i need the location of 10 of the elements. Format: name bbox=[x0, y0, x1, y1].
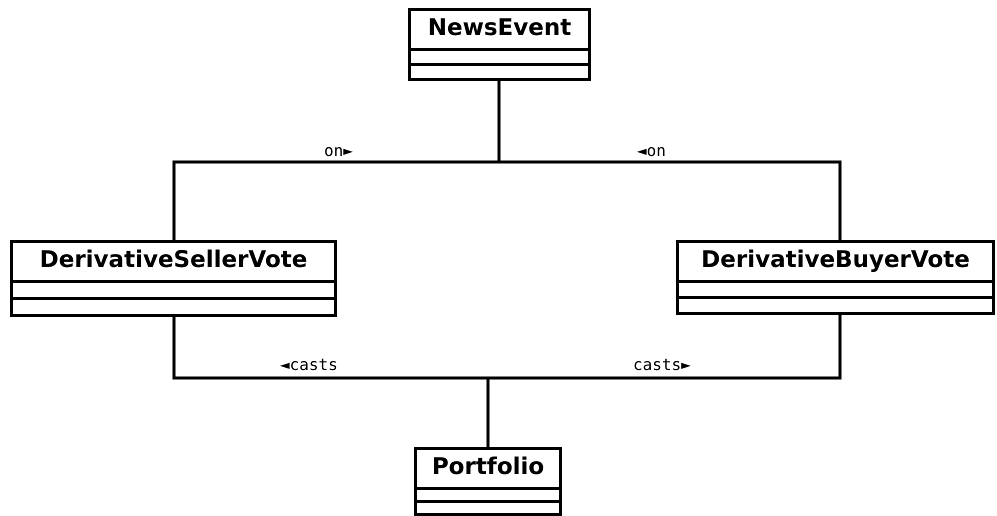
class-box bbox=[414, 447, 562, 516]
class-name: DerivativeBuyerVote bbox=[700, 246, 971, 275]
class-box bbox=[10, 240, 337, 317]
class-box bbox=[408, 8, 591, 81]
class-name: Portfolio bbox=[430, 453, 546, 482]
class-box bbox=[676, 240, 995, 315]
class-name: DerivativeSellerVote bbox=[38, 246, 308, 275]
edge-label: casts► bbox=[633, 357, 691, 373]
edge-label: ◄casts bbox=[280, 357, 338, 373]
class-name: NewsEvent bbox=[426, 14, 572, 43]
